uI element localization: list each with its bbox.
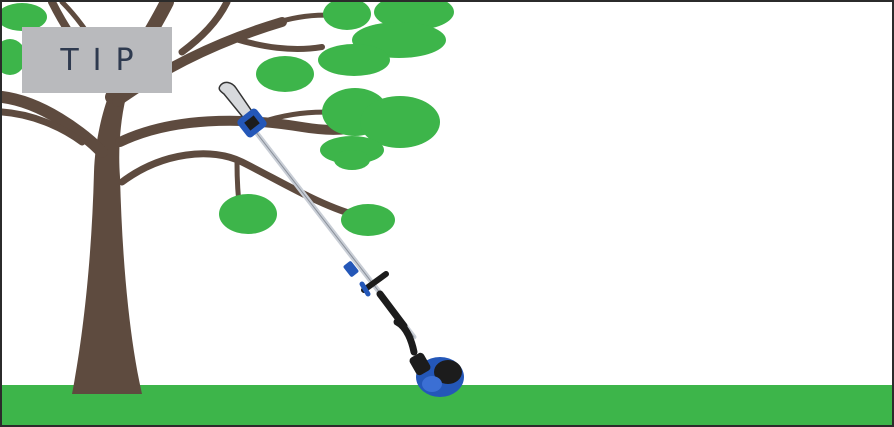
tip-badge: TIP xyxy=(22,27,172,93)
tip-label: TIP xyxy=(46,43,147,78)
